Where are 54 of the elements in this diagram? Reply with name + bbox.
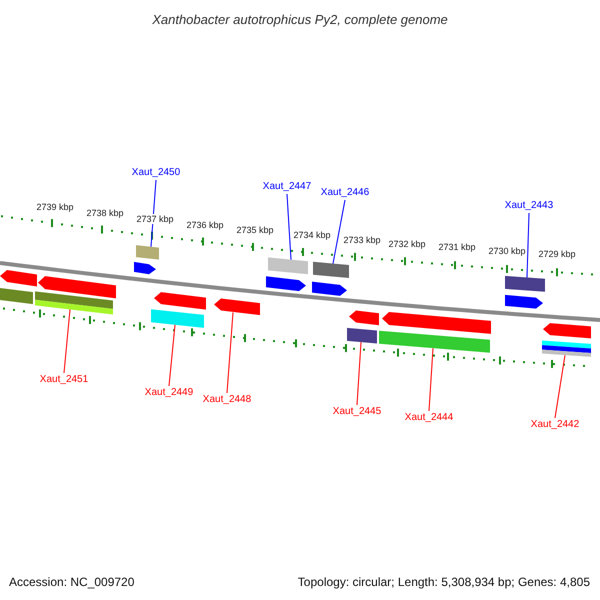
gene-pentagon [382, 312, 491, 334]
gene-pentagon [543, 323, 591, 338]
gene-label: Xaut_2451 [40, 374, 88, 386]
leader-line [526, 212, 530, 278]
gene-label: Xaut_2448 [202, 394, 252, 406]
leader-line [356, 342, 362, 406]
gene-bar [268, 257, 308, 274]
leader-line [226, 312, 234, 394]
scale-label: 2736 kbp [186, 220, 224, 230]
leader-line [286, 194, 292, 260]
gene-label: Xaut_2449 [144, 387, 194, 399]
scale-label: 2730 kbp [488, 246, 526, 256]
gene-bar [0, 288, 33, 304]
scale-label: 2738 kbp [86, 208, 124, 218]
gene-label: Xaut_2445 [332, 406, 382, 418]
gene-label: Xaut_2450 [132, 167, 180, 179]
gene-bar [347, 328, 377, 344]
leader-line [554, 354, 566, 418]
gene-bar [151, 309, 204, 328]
gene-bar [542, 340, 591, 357]
gene-pentagon [0, 270, 37, 287]
genome-info-label: Topology: circular; Length: 5,308,934 bp; Genes: 4,805 [298, 574, 590, 591]
gene-label: Xaut_2442 [530, 419, 580, 431]
gene-pentagon [312, 282, 347, 296]
gene-pentagon [134, 262, 156, 274]
diagram-title: Xanthobacter autotrophicus Py2, complete genome [151, 11, 449, 29]
scale-label: 2734 kbp [293, 230, 331, 240]
gene-label: Xaut_2447 [262, 181, 312, 193]
gene-bar [35, 291, 113, 314]
scale-label: 2737 kbp [136, 214, 174, 224]
scale-label: 2733 kbp [343, 235, 381, 245]
gene-label: Xaut_2444 [404, 412, 454, 424]
gene-label: Xaut_2443 [504, 200, 554, 212]
scale-label: 2735 kbp [236, 225, 274, 235]
gene-bar [136, 245, 159, 260]
scale-label: 2739 kbp [36, 202, 74, 212]
gene-pentagon [154, 292, 206, 310]
gene-label: Xaut_2446 [320, 187, 370, 199]
gene-pentagon [266, 276, 306, 292]
accession-label: Accession: NC_009720 [9, 574, 134, 591]
leader-line [428, 348, 434, 412]
gene-pentagon [349, 310, 379, 326]
scale-label: 2729 kbp [538, 249, 576, 259]
gene-bar [313, 262, 349, 278]
gene-bar [379, 330, 490, 353]
scale-label: 2731 kbp [438, 242, 476, 252]
gene-pentagon [38, 276, 116, 298]
gene-bar [505, 276, 545, 292]
leader-line [332, 200, 346, 264]
gene-pentagon [505, 294, 543, 309]
gene-pentagon [214, 298, 260, 316]
scale-label: 2732 kbp [388, 239, 426, 249]
leader-line [64, 309, 70, 374]
leader-line [168, 324, 176, 386]
